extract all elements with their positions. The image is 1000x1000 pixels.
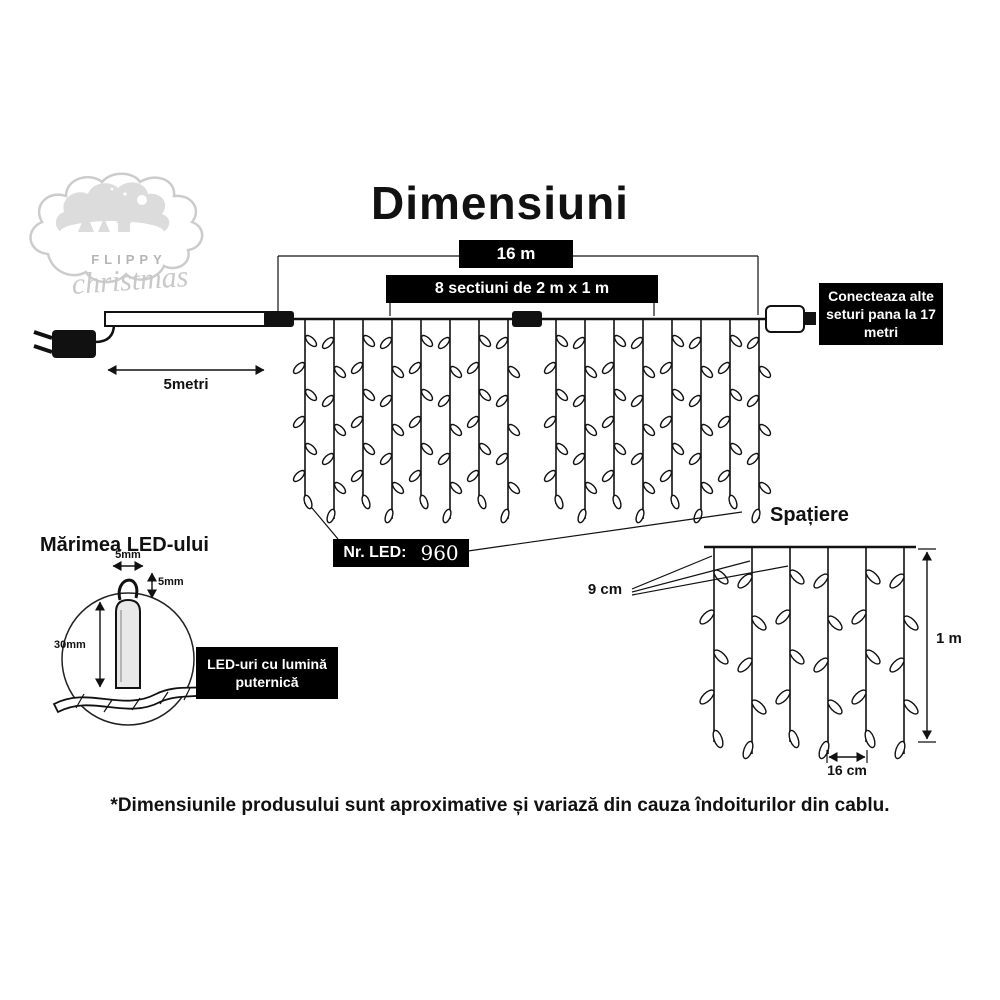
spacing-height-label: 1 m: [936, 630, 962, 647]
extension-plug-icon: [765, 305, 816, 333]
footer-disclaimer: *Dimensiunile produsului sunt aproximati…: [110, 795, 890, 816]
spacing-gap-label: 9 cm: [587, 581, 623, 598]
led-width-label: 5mm: [115, 549, 141, 561]
arrow-16cm: [826, 750, 868, 763]
lead-length-label: 5metri: [163, 376, 209, 393]
curtain-left: [290, 318, 523, 525]
connect-note: Conecteaza alte seturi pana la 17 metri: [819, 283, 943, 345]
led-count-box: Nr. LED: 960: [333, 539, 469, 567]
curtain-right: [541, 318, 774, 525]
spacing-bottom-label: 16 cm: [827, 762, 867, 778]
page-title: Dimensiuni: [371, 177, 629, 229]
connector-icon: [264, 311, 294, 327]
spacing-diagram: [631, 545, 936, 763]
connector-icon: [512, 311, 542, 327]
brand-logo-art: [29, 172, 204, 284]
brand-name: FLIPPY: [91, 252, 167, 267]
arrow-1m: [918, 548, 936, 743]
tree-icon: [98, 218, 110, 232]
power-plug-icon: [33, 323, 116, 358]
tree-icon: [78, 212, 94, 232]
main-diagram: [33, 255, 816, 552]
hook-wire-icon: [117, 578, 139, 601]
house-icon: [118, 223, 130, 232]
led-hook-label: 5mm: [158, 576, 184, 588]
lead-cable: [104, 311, 269, 327]
led-bulb-icon: [115, 598, 141, 689]
led-zoom: [52, 561, 212, 726]
led-count-label: Nr. LED:: [343, 544, 407, 561]
led-size-title: Mărimea LED-ului: [40, 534, 209, 556]
moon-icon: [137, 195, 147, 205]
sections-label: 8 sectiuni de 2 m x 1 m: [386, 275, 658, 303]
total-width-label: 16 m: [459, 240, 573, 268]
spacing-title: Spațiere: [770, 504, 849, 526]
led-height-label: 30mm: [54, 639, 86, 651]
led-note: LED-uri cu lumină puternică: [196, 647, 338, 699]
led-count-value: 960: [420, 541, 459, 565]
